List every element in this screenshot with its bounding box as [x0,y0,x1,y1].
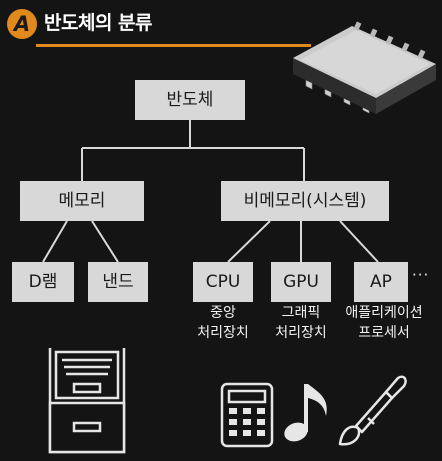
cpu-description-line: 중앙 [210,305,236,321]
cpu-description: 중앙 처리장치 [188,303,258,343]
cpu-description-line: 처리장치 [197,325,249,341]
page-title: 반도체의 분류 [44,12,153,34]
ap-description-line: 애플리케이션 [345,305,423,321]
node-semiconductor: 반도체 [135,80,245,120]
ap-description-line: 프로세서 [358,325,410,341]
gpu-description-line: 처리장치 [275,325,327,341]
gpu-description-line: 그래픽 [281,305,321,321]
title-underline [36,44,311,47]
tree-connectors [42,120,379,263]
node-cpu: CPU [193,262,253,302]
node-ap: AP [354,262,408,302]
ap-description: 애플리케이션 프로세서 [336,303,432,343]
node-system-semiconductor: 비메모리(시스템) [221,181,389,221]
node-nand: 낸드 [88,262,148,302]
section-badge: A [7,9,37,39]
node-memory: 메모리 [20,181,144,221]
node-dram: D램 [12,262,74,302]
more-ellipsis: ··· [412,266,430,284]
gpu-description: 그래픽 처리장치 [264,303,338,343]
node-gpu: GPU [271,262,331,302]
